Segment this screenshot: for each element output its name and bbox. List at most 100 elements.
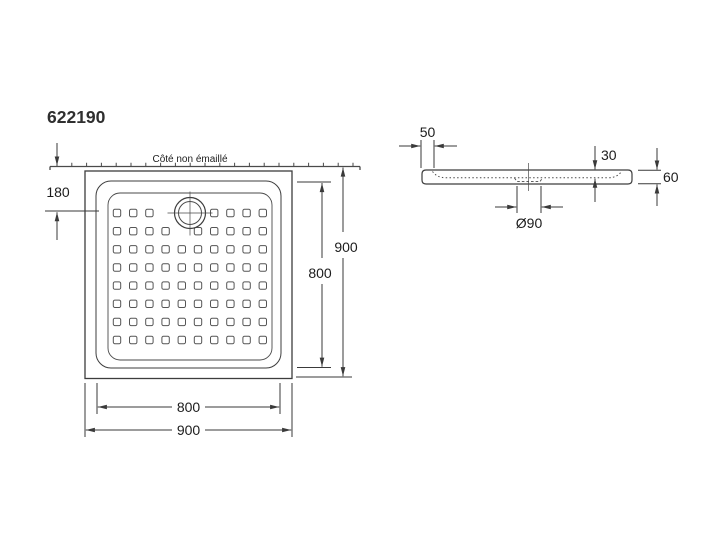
- anti-slip-square: [177, 245, 187, 254]
- dim-right-800-value: 800: [308, 265, 332, 281]
- anti-slip-square: [226, 227, 235, 236]
- anti-slip-square: [210, 263, 219, 272]
- section-tray-profile: [421, 169, 633, 185]
- anti-slip-square: [177, 281, 187, 290]
- dim-180: 180: [45, 143, 99, 240]
- anti-slip-square: [193, 281, 203, 290]
- section-view: 50 30 60 Ø90: [399, 124, 679, 231]
- anti-slip-square: [258, 208, 268, 218]
- anti-slip-square: [112, 245, 122, 254]
- anti-slip-square: [242, 335, 251, 345]
- anti-slip-square: [210, 335, 219, 345]
- anti-slip-square: [112, 208, 122, 218]
- anti-slip-square: [112, 335, 122, 345]
- dim-30-value: 30: [601, 147, 617, 163]
- anti-slip-square: [145, 245, 154, 254]
- anti-slip-square: [258, 263, 268, 272]
- anti-slip-square: [193, 299, 203, 309]
- anti-slip-square: [226, 317, 235, 327]
- anti-slip-square: [161, 227, 170, 236]
- dim-60-value: 60: [663, 169, 679, 185]
- anti-slip-square: [258, 281, 268, 290]
- dim-right-800: 800: [297, 181, 332, 368]
- dim-drain-diameter: Ø90: [495, 186, 563, 231]
- anti-slip-square: [145, 227, 154, 236]
- anti-slip-pattern: [112, 208, 268, 345]
- anti-slip-square: [161, 317, 170, 327]
- anti-slip-square: [145, 208, 154, 218]
- dim-bottom-800-value: 800: [177, 399, 201, 415]
- anti-slip-square: [145, 299, 154, 309]
- dim-180-value: 180: [46, 184, 70, 200]
- anti-slip-square: [226, 299, 235, 309]
- anti-slip-square: [193, 263, 203, 272]
- anti-slip-square: [258, 335, 268, 345]
- anti-slip-square: [210, 317, 219, 327]
- tray-rim-edge: [95, 180, 282, 369]
- dim-30: 30: [592, 146, 617, 202]
- non-enamelled-side-label: Côté non émaillé: [152, 154, 227, 165]
- anti-slip-square: [210, 245, 219, 254]
- anti-slip-square: [129, 263, 138, 272]
- anti-slip-square: [129, 245, 138, 254]
- anti-slip-square: [210, 281, 219, 290]
- dim-drain-diameter-value: Ø90: [516, 215, 543, 231]
- anti-slip-square: [193, 227, 203, 236]
- anti-slip-square: [258, 317, 268, 327]
- anti-slip-square: [210, 299, 219, 309]
- anti-slip-square: [210, 227, 219, 236]
- anti-slip-square: [242, 299, 251, 309]
- anti-slip-square: [129, 208, 138, 218]
- anti-slip-square: [129, 227, 138, 236]
- tray-outer-edge: [84, 170, 293, 380]
- dim-bottom-900: 900: [84, 383, 293, 438]
- anti-slip-square: [226, 245, 235, 254]
- plan-view: Côté non émaillé 180 800: [45, 143, 361, 438]
- anti-slip-square: [145, 281, 154, 290]
- anti-slip-square: [161, 245, 170, 254]
- anti-slip-square: [112, 227, 122, 236]
- anti-slip-square: [226, 335, 235, 345]
- dim-bottom-900-value: 900: [177, 422, 201, 438]
- dim-bottom-800: 800: [96, 383, 281, 415]
- anti-slip-square: [112, 299, 122, 309]
- anti-slip-square: [258, 299, 268, 309]
- anti-slip-square: [193, 245, 203, 254]
- anti-slip-square: [258, 245, 268, 254]
- anti-slip-square: [242, 317, 251, 327]
- anti-slip-square: [145, 317, 154, 327]
- anti-slip-square: [177, 335, 187, 345]
- anti-slip-square: [129, 299, 138, 309]
- non-enamelled-edge-ticks: [56, 162, 354, 167]
- drain-symbol: [167, 191, 213, 236]
- anti-slip-square: [161, 299, 170, 309]
- product-number: 622190: [47, 107, 106, 127]
- anti-slip-square: [226, 263, 235, 272]
- anti-slip-square: [129, 335, 138, 345]
- anti-slip-square: [242, 208, 251, 218]
- anti-slip-square: [242, 263, 251, 272]
- anti-slip-square: [161, 335, 170, 345]
- anti-slip-square: [258, 227, 268, 236]
- anti-slip-square: [161, 263, 170, 272]
- anti-slip-square: [145, 263, 154, 272]
- non-enamelled-edge-line: [49, 165, 361, 170]
- anti-slip-square: [177, 263, 187, 272]
- dim-50-value: 50: [420, 124, 436, 140]
- dim-right-900: 900: [296, 167, 358, 378]
- anti-slip-square: [226, 281, 235, 290]
- anti-slip-square: [112, 263, 122, 272]
- anti-slip-square: [129, 281, 138, 290]
- dim-60: 60: [638, 148, 679, 206]
- dim-50: 50: [399, 124, 457, 168]
- anti-slip-square: [177, 299, 187, 309]
- drain-centerlines: [167, 191, 213, 236]
- anti-slip-square: [112, 317, 122, 327]
- anti-slip-square: [129, 317, 138, 327]
- anti-slip-square: [177, 317, 187, 327]
- anti-slip-square: [226, 208, 235, 218]
- section-interior-floor-line: [432, 171, 622, 179]
- anti-slip-square: [161, 281, 170, 290]
